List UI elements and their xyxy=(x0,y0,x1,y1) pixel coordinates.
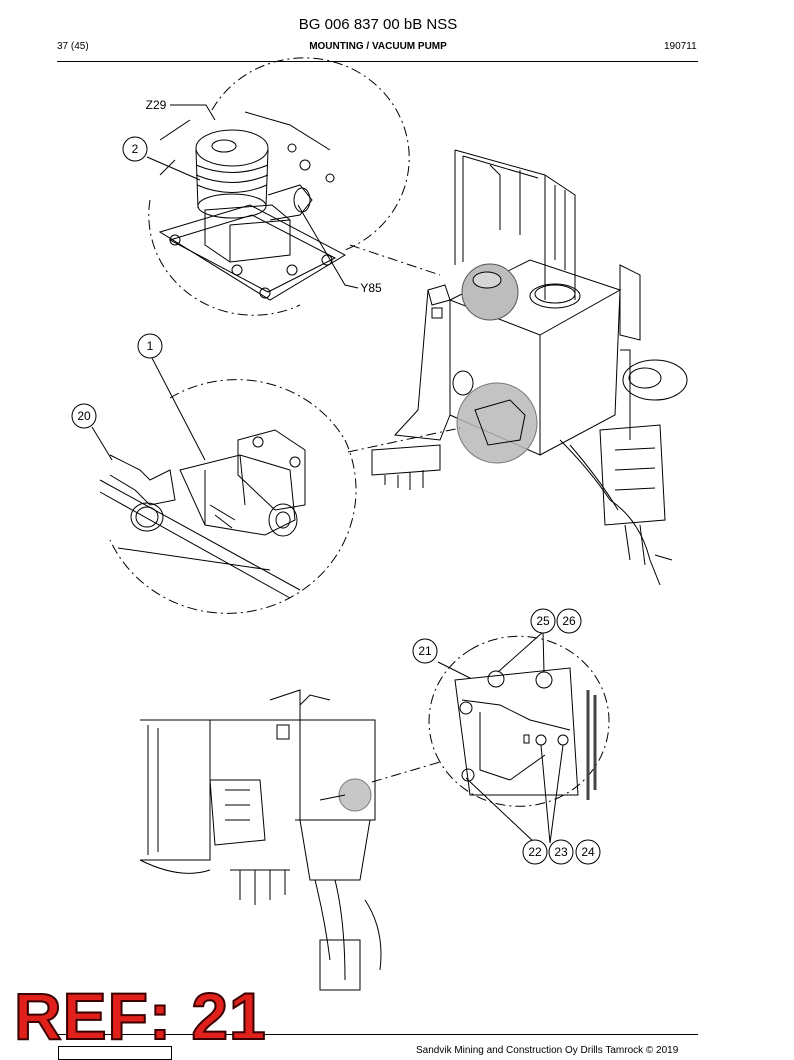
callout-bubbles xyxy=(71,136,601,865)
callout-1: 1 xyxy=(147,339,154,353)
callout-y85: Y85 xyxy=(360,281,382,295)
callout-2: 2 xyxy=(132,142,139,156)
detail-circle-filter xyxy=(148,57,410,316)
callout-23: 23 xyxy=(554,845,568,859)
header-rule xyxy=(57,61,698,62)
callout-z29: Z29 xyxy=(146,98,167,112)
callout-25: 25 xyxy=(536,614,550,628)
main-assembly-view xyxy=(371,149,688,586)
callout-22: 22 xyxy=(528,845,542,859)
detail-circle-bracket xyxy=(428,635,610,807)
callout-20: 20 xyxy=(77,409,91,423)
footer-copyright: Sandvik Mining and Construction Oy Drill… xyxy=(416,1045,679,1056)
callout-leaders xyxy=(91,104,564,844)
callout-24: 24 xyxy=(581,845,595,859)
side-view-assembly xyxy=(139,689,382,991)
callout-26: 26 xyxy=(562,614,576,628)
footer-rule xyxy=(57,1034,698,1035)
ref-stamp: REF: 21 xyxy=(13,979,267,1053)
document-date: 190711 xyxy=(664,41,697,52)
detail-circle-pump xyxy=(99,379,357,614)
document-title: BG 006 837 00 bB NSS xyxy=(298,16,458,33)
callout-21: 21 xyxy=(418,644,432,658)
section-title: MOUNTING / VACUUM PUMP xyxy=(309,41,447,52)
page-number: 37 (45) xyxy=(57,41,89,52)
